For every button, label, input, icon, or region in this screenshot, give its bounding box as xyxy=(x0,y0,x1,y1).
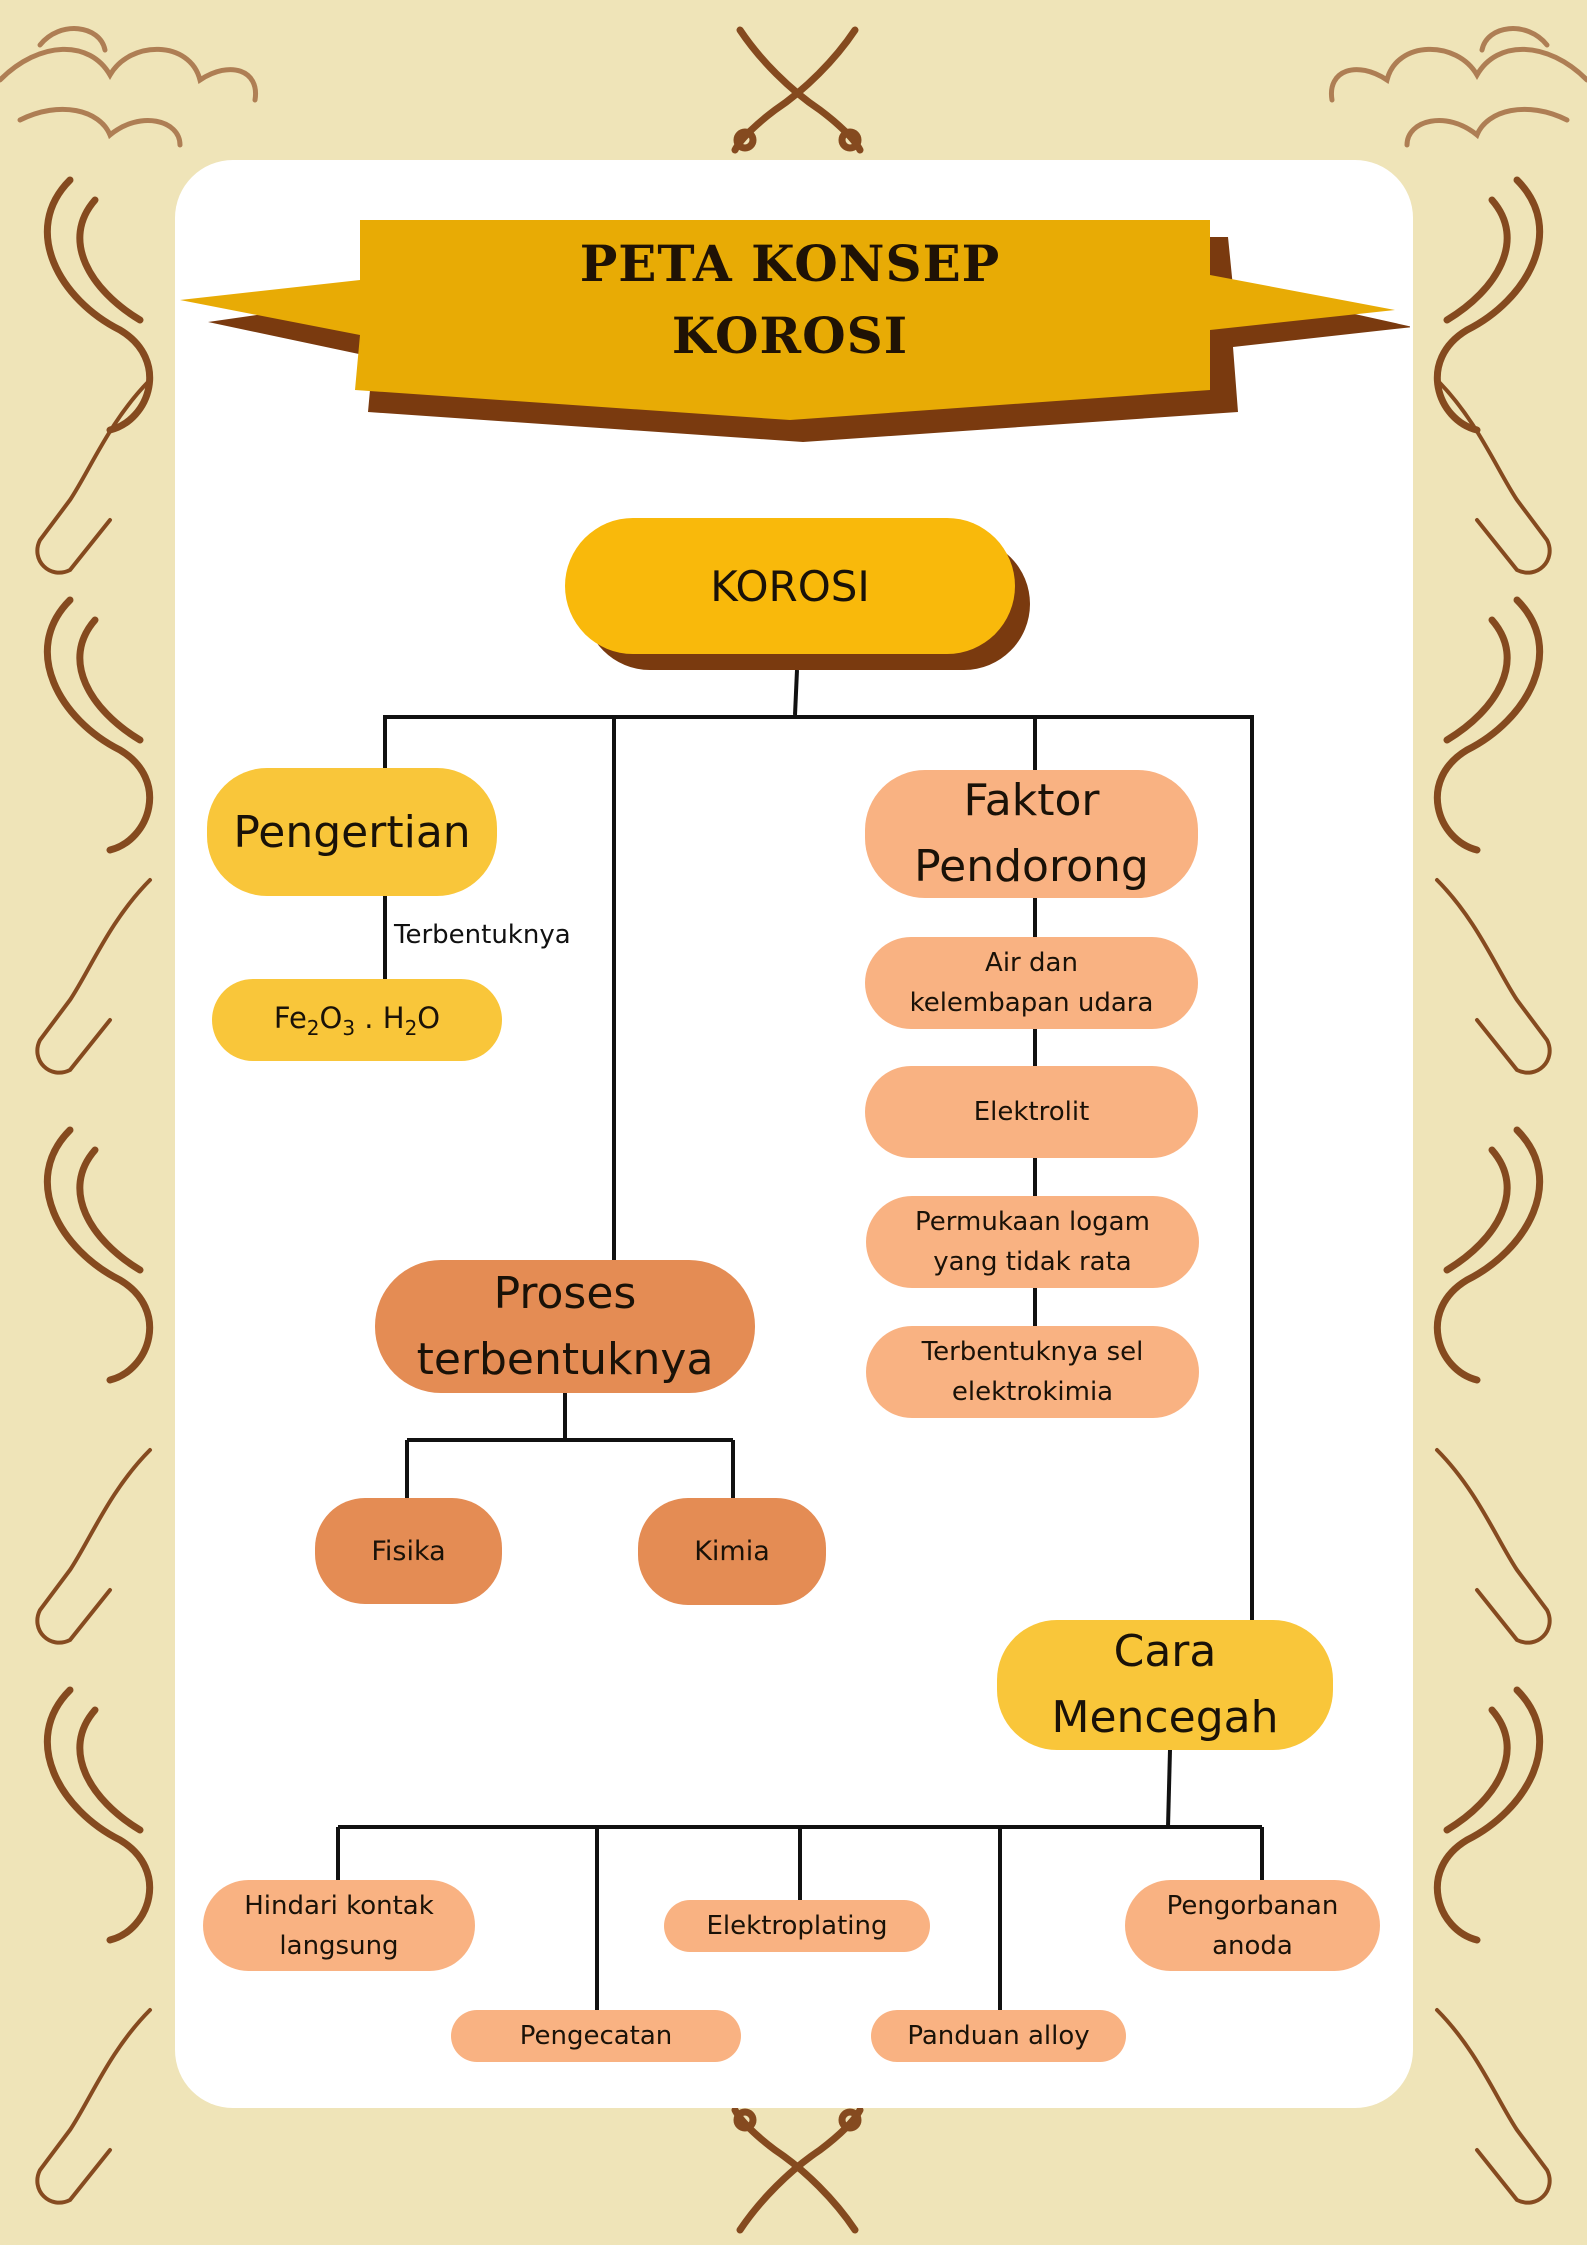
fisika-label: Fisika xyxy=(371,1535,446,1567)
node-cara-pengecatan: Pengecatan xyxy=(451,2010,741,2062)
cara-hindari-line-1: Hindari kontak xyxy=(244,1890,434,1921)
title-banner xyxy=(180,220,1410,442)
wayang-ornament-icon xyxy=(1434,176,1544,1944)
root-label: KOROSI xyxy=(710,561,870,611)
pengertian-label: Pengertian xyxy=(233,806,471,858)
faktor-air-line-2: kelembapan udara xyxy=(909,988,1154,1018)
node-faktor-sel: Terbentuknya sel elektrokimia xyxy=(866,1326,1199,1418)
formula-h: H xyxy=(382,1000,405,1035)
proses-line-1: Proses xyxy=(493,1267,637,1319)
formula-sub-h: 2 xyxy=(404,1015,418,1040)
faktor-permukaan-line-2: yang tidak rata xyxy=(933,1247,1132,1277)
node-fisika: Fisika xyxy=(315,1498,502,1604)
title-line-2: KOROSI xyxy=(671,306,909,365)
faktor-elektrolit-label: Elektrolit xyxy=(973,1097,1090,1127)
faktor-air-line-1: Air dan xyxy=(985,948,1078,978)
node-cara-mencegah: Cara Mencegah xyxy=(997,1620,1333,1750)
faktor-sel-line-2: elektrokimia xyxy=(951,1377,1114,1407)
node-proses: Proses terbentuknya xyxy=(375,1260,755,1393)
cara-hindari-line-2: langsung xyxy=(279,1930,399,1961)
cloud-mega-mendung-icon xyxy=(1329,26,1587,148)
proses-line-2: terbentuknya xyxy=(416,1333,714,1385)
formula-sub-3: 3 xyxy=(342,1015,356,1040)
page-title: PETA KONSEP KOROSI xyxy=(420,228,1160,372)
cara-line-1: Cara xyxy=(1113,1626,1217,1677)
faktor-line-2: Pendorong xyxy=(914,841,1149,892)
node-cara-pengorbanan: Pengorbanan anoda xyxy=(1125,1880,1380,1971)
wayang-ornament-icon xyxy=(1435,378,1552,2205)
node-faktor-permukaan: Permukaan logam yang tidak rata xyxy=(866,1196,1199,1288)
node-pengertian: Pengertian xyxy=(207,768,497,896)
cara-pengorbanan-line-2: anoda xyxy=(1212,1930,1293,1961)
cara-line-2: Mencegah xyxy=(1051,1692,1279,1743)
node-faktor-pendorong: Faktor Pendorong xyxy=(865,770,1198,898)
formula-fe: Fe xyxy=(273,1000,307,1035)
wayang-ornament-icon xyxy=(35,378,152,2205)
formula-dot: . xyxy=(355,1000,383,1035)
cara-elektroplating-label: Elektroplating xyxy=(706,1911,888,1941)
node-faktor-air: Air dan kelembapan udara xyxy=(865,937,1198,1029)
cloud-mega-mendung-icon xyxy=(0,26,258,148)
faktor-sel-line-1: Terbentuknya sel xyxy=(921,1337,1144,1367)
node-cara-hindari: Hindari kontak langsung xyxy=(203,1880,475,1971)
node-faktor-elektrolit: Elektrolit xyxy=(865,1066,1198,1158)
connector-label-terbentuknya: Terbentuknya xyxy=(394,920,571,950)
node-cara-elektroplating: Elektroplating xyxy=(664,1900,930,1952)
cara-panduan-label: Panduan alloy xyxy=(907,2021,1090,2051)
formula-o: O xyxy=(319,1000,343,1035)
title-line-1: PETA KONSEP xyxy=(579,234,1001,293)
cara-pengorbanan-line-1: Pengorbanan xyxy=(1166,1890,1339,1921)
node-cara-panduan-alloy: Panduan alloy xyxy=(871,2010,1126,2062)
cara-pengecatan-label: Pengecatan xyxy=(519,2021,673,2051)
wayang-ornament-icon xyxy=(43,176,153,1944)
faktor-line-1: Faktor xyxy=(963,775,1100,826)
faktor-permukaan-line-1: Permukaan logam xyxy=(915,1207,1150,1237)
content-card xyxy=(175,160,1413,2108)
node-formula: Fe2O3 . H2O xyxy=(212,979,502,1061)
crossed-keris-icon xyxy=(731,2106,864,2234)
formula-o2: O xyxy=(417,1000,441,1035)
formula-text: Fe2O3 . H2O xyxy=(274,1001,440,1040)
kimia-label: Kimia xyxy=(694,1536,770,1567)
root-node: KOROSI xyxy=(565,518,1015,654)
formula-sub-2: 2 xyxy=(306,1015,320,1040)
node-kimia: Kimia xyxy=(638,1498,826,1605)
crossed-keris-icon xyxy=(731,26,864,154)
